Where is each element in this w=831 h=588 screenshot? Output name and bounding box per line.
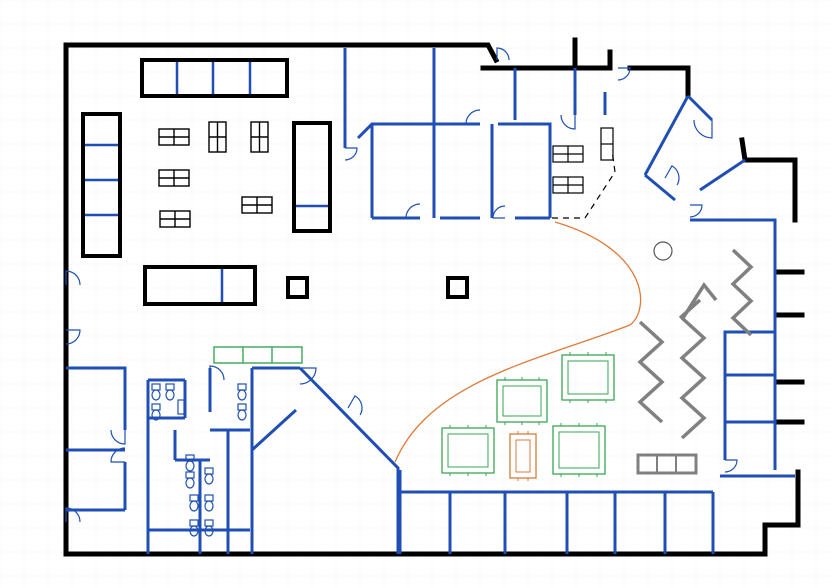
wall-segment xyxy=(66,366,127,430)
zone-boundary-curve xyxy=(394,221,642,463)
conference-table-top xyxy=(558,431,600,469)
toilet-icon xyxy=(185,471,195,479)
toilet-bowl xyxy=(204,525,214,537)
toilet-icon xyxy=(189,494,199,502)
door-swing-icon xyxy=(110,447,126,463)
toilet-bowl xyxy=(189,525,199,537)
planter-bench xyxy=(213,346,303,364)
door-swing-icon xyxy=(405,203,421,219)
conference-table-icon xyxy=(441,427,495,474)
door-swing-icon xyxy=(299,367,317,385)
door-swing-icon xyxy=(65,270,81,286)
conference-table-icon xyxy=(509,433,537,479)
storage-unit-center xyxy=(292,121,332,233)
toilet-bowl xyxy=(151,409,161,421)
desk-group-right xyxy=(552,127,614,194)
door-swing-icon xyxy=(65,507,81,523)
grey-counter xyxy=(636,453,698,475)
sink-icon xyxy=(177,399,185,415)
column-icon xyxy=(446,276,469,299)
conference-table-icon xyxy=(561,354,615,401)
wall-segment xyxy=(498,122,552,218)
conference-table-top xyxy=(447,433,489,468)
columns xyxy=(286,276,469,299)
column-round-icon xyxy=(653,241,673,261)
exterior-wall-bottom-right xyxy=(762,469,801,557)
toilet-bowl xyxy=(204,473,214,485)
door-swing-icon xyxy=(689,204,703,218)
toilet-icon xyxy=(237,403,247,411)
door-swing-icon xyxy=(492,205,506,219)
door-swing-icon xyxy=(344,147,358,161)
storage-units xyxy=(81,58,332,306)
dashed-partition-line xyxy=(552,149,616,219)
toilet-icon xyxy=(204,519,214,527)
wall-segment xyxy=(643,95,690,176)
exterior-wall-top-segment xyxy=(480,49,613,71)
door-swing-icon xyxy=(664,165,680,186)
door-swing-icon xyxy=(465,109,481,125)
rack-zigzag xyxy=(637,320,665,424)
wall-segment xyxy=(699,158,746,192)
wall-segment xyxy=(690,218,777,470)
conference-table-top xyxy=(502,385,542,417)
desk-group xyxy=(158,121,273,228)
toilet-icon xyxy=(204,467,214,475)
toilet-icon xyxy=(204,494,214,502)
door-swing-icon xyxy=(110,429,126,445)
toilet-bowl xyxy=(151,389,161,401)
exterior-wall-east-notch xyxy=(739,137,798,223)
exterior-walls xyxy=(63,37,805,557)
conference-tables xyxy=(441,352,615,481)
column-icon xyxy=(286,276,309,299)
toilet-bowl xyxy=(165,389,175,401)
door-swing-icon xyxy=(617,67,631,81)
conference-table-icon xyxy=(552,425,606,475)
doors xyxy=(65,47,738,523)
planter-icon xyxy=(213,346,303,364)
conference-table-top xyxy=(515,439,531,473)
toilet-icon xyxy=(237,383,247,391)
exterior-wall-top-left xyxy=(63,42,500,64)
toilet-bowl xyxy=(189,500,199,512)
wall-segment xyxy=(250,408,298,452)
storage-dividers xyxy=(85,62,328,302)
dashed-partition xyxy=(552,149,616,219)
storage-unit-middle xyxy=(143,265,257,306)
wall-segment xyxy=(298,366,400,554)
toilet-bowl xyxy=(185,477,195,489)
door-swing-icon xyxy=(560,114,576,130)
door-swing-icon xyxy=(496,47,510,61)
door-swing-icon xyxy=(724,459,738,473)
door-swing-icon xyxy=(209,365,225,381)
interior-walls xyxy=(66,48,795,554)
wall-segment xyxy=(686,94,714,122)
wall-segment xyxy=(644,173,676,202)
restroom-fixtures xyxy=(151,383,247,537)
toilet-icon xyxy=(151,403,161,411)
wall-segment xyxy=(356,122,480,140)
toilet-bowl xyxy=(237,389,247,401)
toilet-bowl xyxy=(185,460,195,472)
storage-unit-top xyxy=(140,58,289,98)
door-swing-icon xyxy=(347,395,363,416)
door-swing-icon xyxy=(65,329,81,345)
rack-rows xyxy=(637,248,754,440)
conference-table-top xyxy=(567,360,609,395)
toilet-icon xyxy=(165,383,175,391)
rack-zigzag xyxy=(730,248,754,337)
door-swing-icon xyxy=(693,119,713,139)
rack-zigzag xyxy=(679,316,707,440)
exterior-wall-top-right xyxy=(627,65,691,99)
toilet-bowl xyxy=(237,409,247,421)
storage-unit-left xyxy=(81,112,122,258)
toilet-bowl xyxy=(204,500,214,512)
toilet-icon xyxy=(151,383,161,391)
rack-zigzag xyxy=(678,298,702,320)
toilet-icon xyxy=(189,519,199,527)
